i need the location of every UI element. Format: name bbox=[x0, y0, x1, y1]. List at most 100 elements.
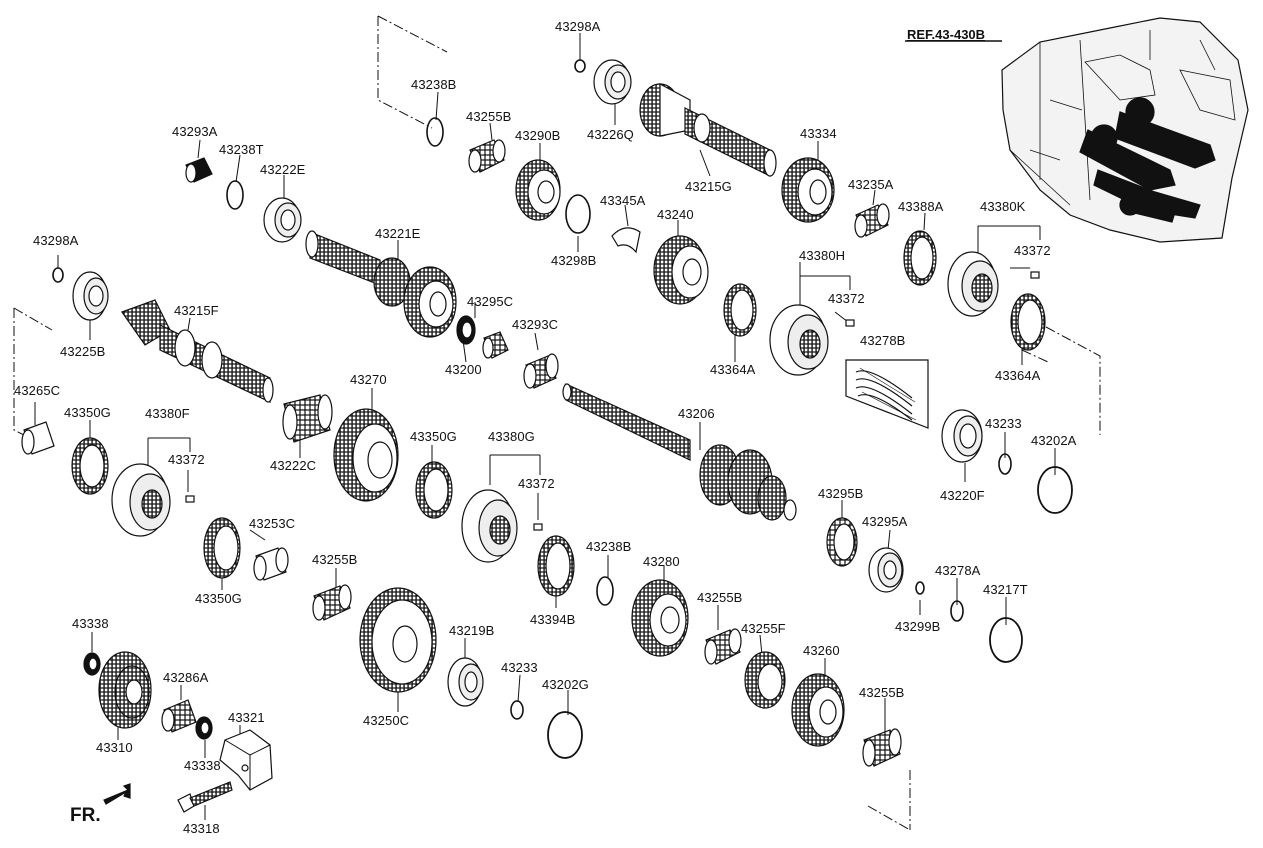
key-part bbox=[185, 495, 195, 503]
part-label-43217T[interactable]: 43217T bbox=[983, 582, 1028, 597]
snap-ring-part bbox=[998, 453, 1012, 475]
part-label-43255B[interactable]: 43255B bbox=[466, 109, 512, 124]
part-label-43225B[interactable]: 43225B bbox=[60, 344, 106, 359]
part-label-43233[interactable]: 43233 bbox=[985, 416, 1022, 431]
part-label-43299B[interactable]: 43299B bbox=[895, 619, 941, 634]
part-label-43318[interactable]: 43318 bbox=[183, 821, 220, 836]
part-label-43350G[interactable]: 43350G bbox=[64, 405, 111, 420]
synchro-ring-part bbox=[1010, 293, 1046, 351]
gear-part bbox=[744, 651, 786, 709]
part-label-43202G[interactable]: 43202G bbox=[542, 677, 589, 692]
part-label-43350G[interactable]: 43350G bbox=[410, 429, 457, 444]
part-label-43233[interactable]: 43233 bbox=[501, 660, 538, 675]
part-label-43338[interactable]: 43338 bbox=[184, 758, 221, 773]
gear-part bbox=[653, 235, 709, 305]
oil-seal-part bbox=[456, 315, 476, 345]
reference-label[interactable]: REF.43-430B bbox=[907, 27, 986, 42]
part-label-43278B[interactable]: 43278B bbox=[860, 333, 906, 348]
snap-ring-part bbox=[226, 180, 244, 210]
part-label-43255F[interactable]: 43255F bbox=[741, 621, 786, 636]
synchronizer-hub-part bbox=[461, 489, 518, 563]
ball-bearing-part bbox=[263, 197, 302, 243]
snap-ring-part bbox=[565, 194, 591, 234]
snap-ring-part bbox=[915, 581, 925, 595]
part-label-43280[interactable]: 43280 bbox=[643, 554, 680, 569]
part-label-43250C[interactable]: 43250C bbox=[363, 713, 410, 728]
part-label-43202A[interactable]: 43202A bbox=[1031, 433, 1077, 448]
part-label-43221E[interactable]: 43221E bbox=[375, 226, 421, 241]
ball-bearing-part bbox=[941, 409, 983, 463]
needle-bearing-part bbox=[312, 584, 352, 621]
part-label-43298A[interactable]: 43298A bbox=[555, 19, 601, 34]
key-part bbox=[845, 319, 855, 327]
gear-part bbox=[333, 408, 399, 502]
part-label-43215G[interactable]: 43215G bbox=[685, 179, 732, 194]
part-label-43290B[interactable]: 43290B bbox=[515, 128, 561, 143]
part-label-43350G[interactable]: 43350G bbox=[195, 591, 242, 606]
part-label-43240[interactable]: 43240 bbox=[657, 207, 694, 222]
part-label-43338[interactable]: 43338 bbox=[72, 616, 109, 631]
part-label-43388A[interactable]: 43388A bbox=[898, 199, 944, 214]
synchro-ring-part bbox=[903, 230, 937, 286]
guide-lines bbox=[13, 15, 1101, 831]
part-label-43265C[interactable]: 43265C bbox=[14, 383, 61, 398]
part-label-43380F[interactable]: 43380F bbox=[145, 406, 190, 421]
part-label-43238B[interactable]: 43238B bbox=[586, 539, 632, 554]
part-label-43310[interactable]: 43310 bbox=[96, 740, 133, 755]
part-label-43372[interactable]: 43372 bbox=[1014, 243, 1051, 258]
part-label-43226Q[interactable]: 43226Q bbox=[587, 127, 634, 142]
gear-part bbox=[781, 157, 835, 223]
part-label-43372[interactable]: 43372 bbox=[168, 452, 205, 467]
key-part bbox=[1030, 271, 1040, 279]
part-label-43222C[interactable]: 43222C bbox=[270, 458, 317, 473]
key-part bbox=[533, 523, 543, 531]
part-label-43364A[interactable]: 43364A bbox=[995, 368, 1041, 383]
snap-ring-part bbox=[426, 117, 444, 147]
snap-ring-part bbox=[1037, 466, 1073, 514]
part-label-43394B[interactable]: 43394B bbox=[530, 612, 576, 627]
oil-seal-part bbox=[195, 716, 213, 740]
snap-ring-part bbox=[574, 59, 586, 73]
part-label-43321[interactable]: 43321 bbox=[228, 710, 265, 725]
part-label-43380G[interactable]: 43380G bbox=[488, 429, 535, 444]
part-label-43380H[interactable]: 43380H bbox=[799, 248, 846, 263]
part-label-43286A[interactable]: 43286A bbox=[163, 670, 209, 685]
part-label-43293C[interactable]: 43293C bbox=[512, 317, 559, 332]
part-label-43334[interactable]: 43334 bbox=[800, 126, 837, 141]
part-label-43298B[interactable]: 43298B bbox=[551, 253, 597, 268]
snap-ring-part bbox=[510, 700, 524, 720]
part-label-43206[interactable]: 43206 bbox=[678, 406, 715, 421]
part-label-43255B[interactable]: 43255B bbox=[859, 685, 905, 700]
part-label-43345A[interactable]: 43345A bbox=[600, 193, 646, 208]
part-label-43235A[interactable]: 43235A bbox=[848, 177, 894, 192]
front-direction-arrow bbox=[103, 783, 131, 805]
part-label-43200[interactable]: 43200 bbox=[445, 362, 482, 377]
needle-bearing-part bbox=[523, 353, 559, 389]
part-label-43295B[interactable]: 43295B bbox=[818, 486, 864, 501]
part-label-43295C[interactable]: 43295C bbox=[467, 294, 514, 309]
part-label-43298A[interactable]: 43298A bbox=[33, 233, 79, 248]
part-label-43260[interactable]: 43260 bbox=[803, 643, 840, 658]
part-label-43295A[interactable]: 43295A bbox=[862, 514, 908, 529]
part-label-43238T[interactable]: 43238T bbox=[219, 142, 264, 157]
part-label-43255B[interactable]: 43255B bbox=[312, 552, 358, 567]
snap-ring-part bbox=[52, 267, 64, 283]
part-label-43372[interactable]: 43372 bbox=[828, 291, 865, 306]
part-label-43220F[interactable]: 43220F bbox=[940, 488, 985, 503]
part-label-43380K[interactable]: 43380K bbox=[980, 199, 1026, 214]
snap-ring-part bbox=[950, 600, 964, 622]
bushing-part bbox=[253, 547, 289, 581]
part-label-43222E[interactable]: 43222E bbox=[260, 162, 306, 177]
part-label-43372[interactable]: 43372 bbox=[518, 476, 555, 491]
part-label-43238B[interactable]: 43238B bbox=[411, 77, 457, 92]
part-label-43278A[interactable]: 43278A bbox=[935, 563, 981, 578]
part-label-43270[interactable]: 43270 bbox=[350, 372, 387, 387]
shaft-part bbox=[305, 230, 457, 338]
part-label-43293A[interactable]: 43293A bbox=[172, 124, 218, 139]
part-label-43255B[interactable]: 43255B bbox=[697, 590, 743, 605]
synchro-ring-part bbox=[203, 517, 241, 579]
part-label-43364A[interactable]: 43364A bbox=[710, 362, 756, 377]
part-label-43215F[interactable]: 43215F bbox=[174, 303, 219, 318]
part-label-43253C[interactable]: 43253C bbox=[249, 516, 296, 531]
part-label-43219B[interactable]: 43219B bbox=[449, 623, 495, 638]
